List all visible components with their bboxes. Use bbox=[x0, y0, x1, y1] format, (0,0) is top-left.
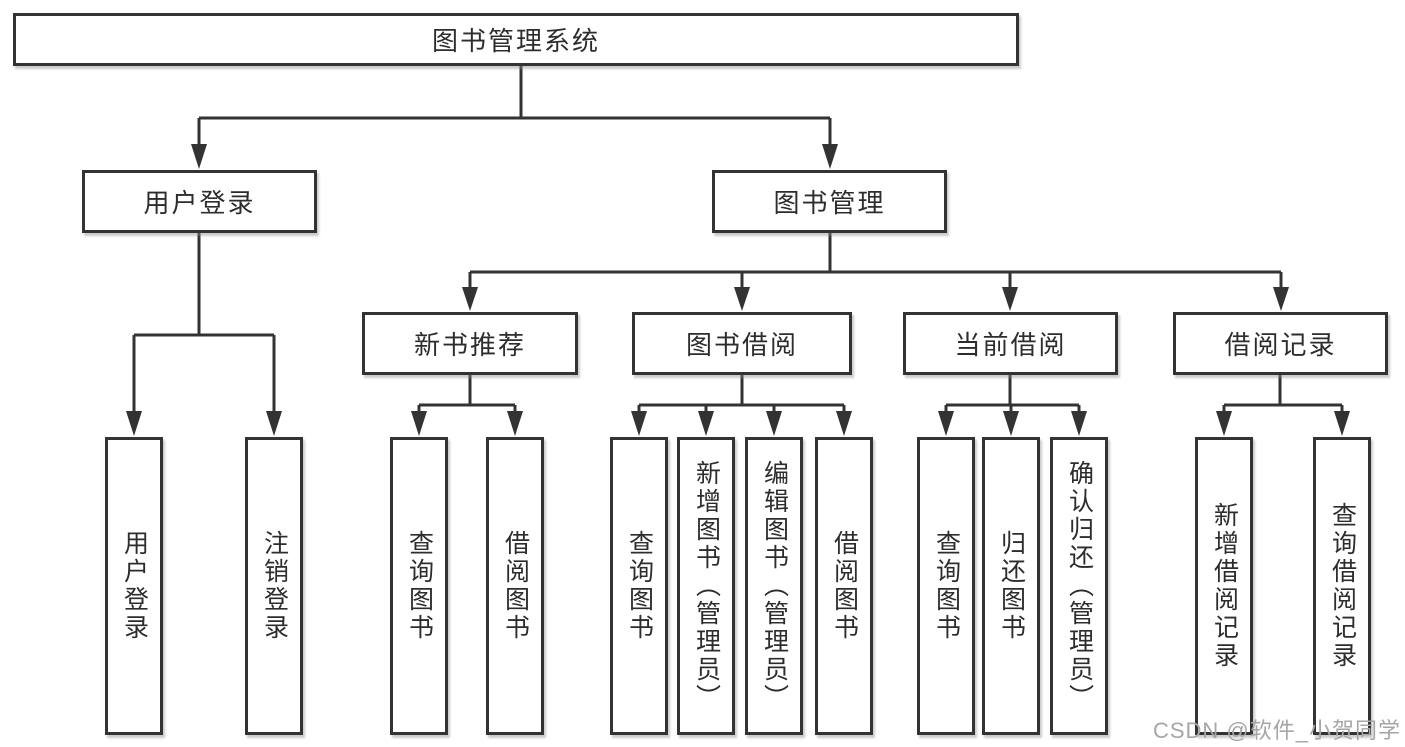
leaf-current-return-book: 归还图书 bbox=[982, 437, 1040, 735]
leaf-logout-login: 注销登录 bbox=[245, 437, 303, 735]
leaf-user-login: 用户登录 bbox=[105, 437, 163, 735]
node-current-borrow: 当前借阅 bbox=[903, 312, 1118, 375]
node-new-book-recommend: 新书推荐 bbox=[362, 312, 578, 375]
node-borrow-record: 借阅记录 bbox=[1173, 312, 1388, 375]
watermark: CSDN @软件_小贺同学 bbox=[1152, 718, 1401, 743]
leaf-current-confirm-return-admin: 确认归还（管理员） bbox=[1050, 437, 1108, 735]
node-book-borrow: 图书借阅 bbox=[632, 312, 852, 375]
node-user-login: 用户登录 bbox=[82, 170, 317, 233]
leaf-borrow-edit-book-admin: 编辑图书（管理员） bbox=[745, 437, 803, 735]
leaf-borrow-borrow-book: 借阅图书 bbox=[815, 437, 873, 735]
leaf-newbook-query-book: 查询图书 bbox=[390, 437, 448, 735]
leaf-borrow-add-book-admin: 新增图书（管理员） bbox=[677, 437, 735, 735]
leaf-newbook-borrow-book: 借阅图书 bbox=[486, 437, 544, 735]
node-book-management: 图书管理 bbox=[712, 170, 947, 233]
leaf-borrow-query-book: 查询图书 bbox=[610, 437, 668, 735]
node-root: 图书管理系统 bbox=[13, 13, 1019, 66]
leaf-record-add-record: 新增借阅记录 bbox=[1195, 437, 1253, 735]
leaf-record-query-record: 查询借阅记录 bbox=[1313, 437, 1371, 735]
leaf-current-query-book: 查询图书 bbox=[917, 437, 975, 735]
